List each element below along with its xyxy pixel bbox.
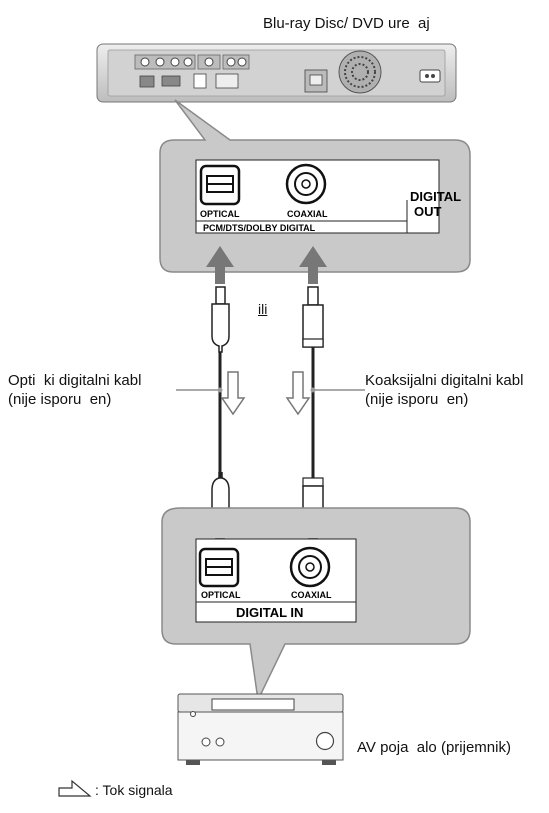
out-coaxial-text: COAXIAL (287, 209, 328, 219)
optical-cable-icon (176, 286, 230, 538)
optical-in-port-icon (198, 547, 240, 588)
arrow-up-coaxial-icon (299, 246, 327, 284)
signal-flow-arrow-left-icon (220, 371, 246, 416)
in-optical-text: OPTICAL (201, 590, 241, 600)
coaxial-cable-label-line2: (nije isporu en) (365, 391, 469, 408)
coaxial-cable-label-line1: Koaksijalni digitalni kabl (365, 372, 524, 389)
out-formats-text: PCM/DTS/DOLBY DIGITAL (203, 223, 316, 233)
or-label: ili (258, 301, 268, 317)
in-digital-in-text: DIGITAL IN (236, 605, 303, 620)
optical-cable-label-line2: (nije isporu en) (8, 391, 112, 408)
bluray-player-icon (96, 43, 457, 103)
signal-flow-arrow-right-icon (285, 371, 311, 416)
optical-out-port-icon (199, 164, 241, 206)
coaxial-out-port-icon (285, 163, 327, 205)
legend-signal-arrow-icon (58, 779, 92, 797)
out-digital-text: DIGITAL (410, 189, 461, 204)
out-optical-text: OPTICAL (200, 209, 240, 219)
legend-label: : Tok signala (95, 782, 173, 798)
in-coaxial-text: COAXIAL (291, 590, 332, 600)
receiver-label: AV poja alo (prijemnik) (357, 739, 511, 756)
arrow-up-optical-icon (206, 246, 234, 284)
out-out-text: OUT (414, 204, 442, 219)
av-receiver-icon (177, 693, 344, 765)
coaxial-in-port-icon (289, 546, 331, 588)
coaxial-cable-icon (302, 286, 365, 539)
optical-cable-label-line1: Opti ki digitalni kabl (8, 372, 142, 389)
player-label: Blu-ray Disc/ DVD ure aj (263, 15, 430, 32)
